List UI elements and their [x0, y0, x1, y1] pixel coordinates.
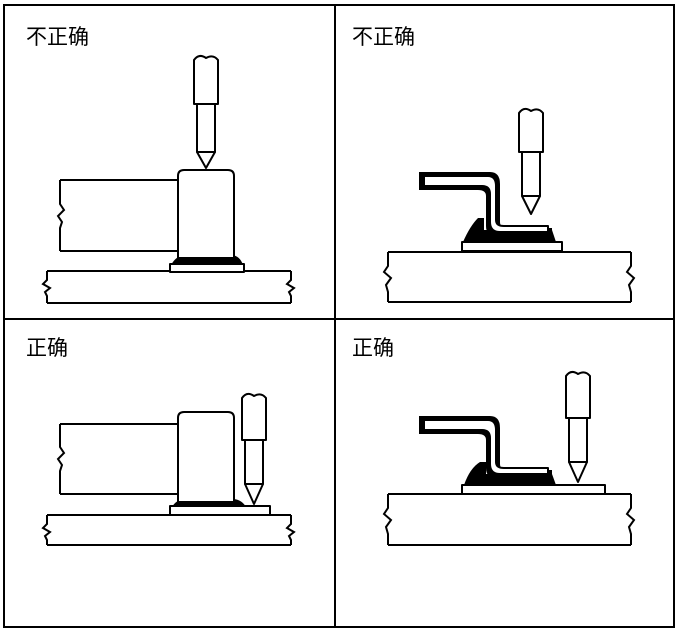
- gull-wing-lead-highlight: [423, 419, 549, 475]
- pcb-board: [382, 493, 636, 546]
- panel-bottom-right: 正确: [352, 336, 636, 546]
- panel-top-right-label: 不正确: [352, 25, 415, 49]
- soldering-iron: [193, 54, 219, 169]
- pcb-board: [382, 251, 636, 303]
- copper-pad: [461, 241, 563, 252]
- soldering-iron: [565, 370, 591, 483]
- component-lead: [177, 411, 235, 503]
- gull-wing-lead-highlight: [423, 175, 549, 233]
- copper-pad: [169, 505, 271, 516]
- soldering-iron: [241, 392, 267, 505]
- grid-frame: [3, 4, 675, 628]
- gull-wing-lead: [420, 416, 552, 478]
- panel-top-left: 不正确: [26, 25, 296, 304]
- pcb-board: [41, 270, 296, 304]
- panel-bottom-left-label: 正确: [26, 336, 68, 360]
- panel-bottom-left: 正确: [26, 336, 296, 546]
- copper-pad: [461, 484, 606, 495]
- component-lead: [177, 169, 235, 259]
- component-body: [56, 179, 178, 252]
- panel-bottom-right-label: 正确: [352, 336, 394, 360]
- panel-top-right: 不正确: [352, 25, 636, 303]
- panel-top-left-label: 不正确: [26, 25, 89, 49]
- gull-wing-lead: [420, 172, 552, 236]
- soldering-iron: [518, 107, 544, 215]
- pcb-board: [41, 514, 296, 546]
- solder-joint: [464, 462, 556, 485]
- copper-pad: [169, 263, 245, 273]
- component-body: [56, 423, 178, 495]
